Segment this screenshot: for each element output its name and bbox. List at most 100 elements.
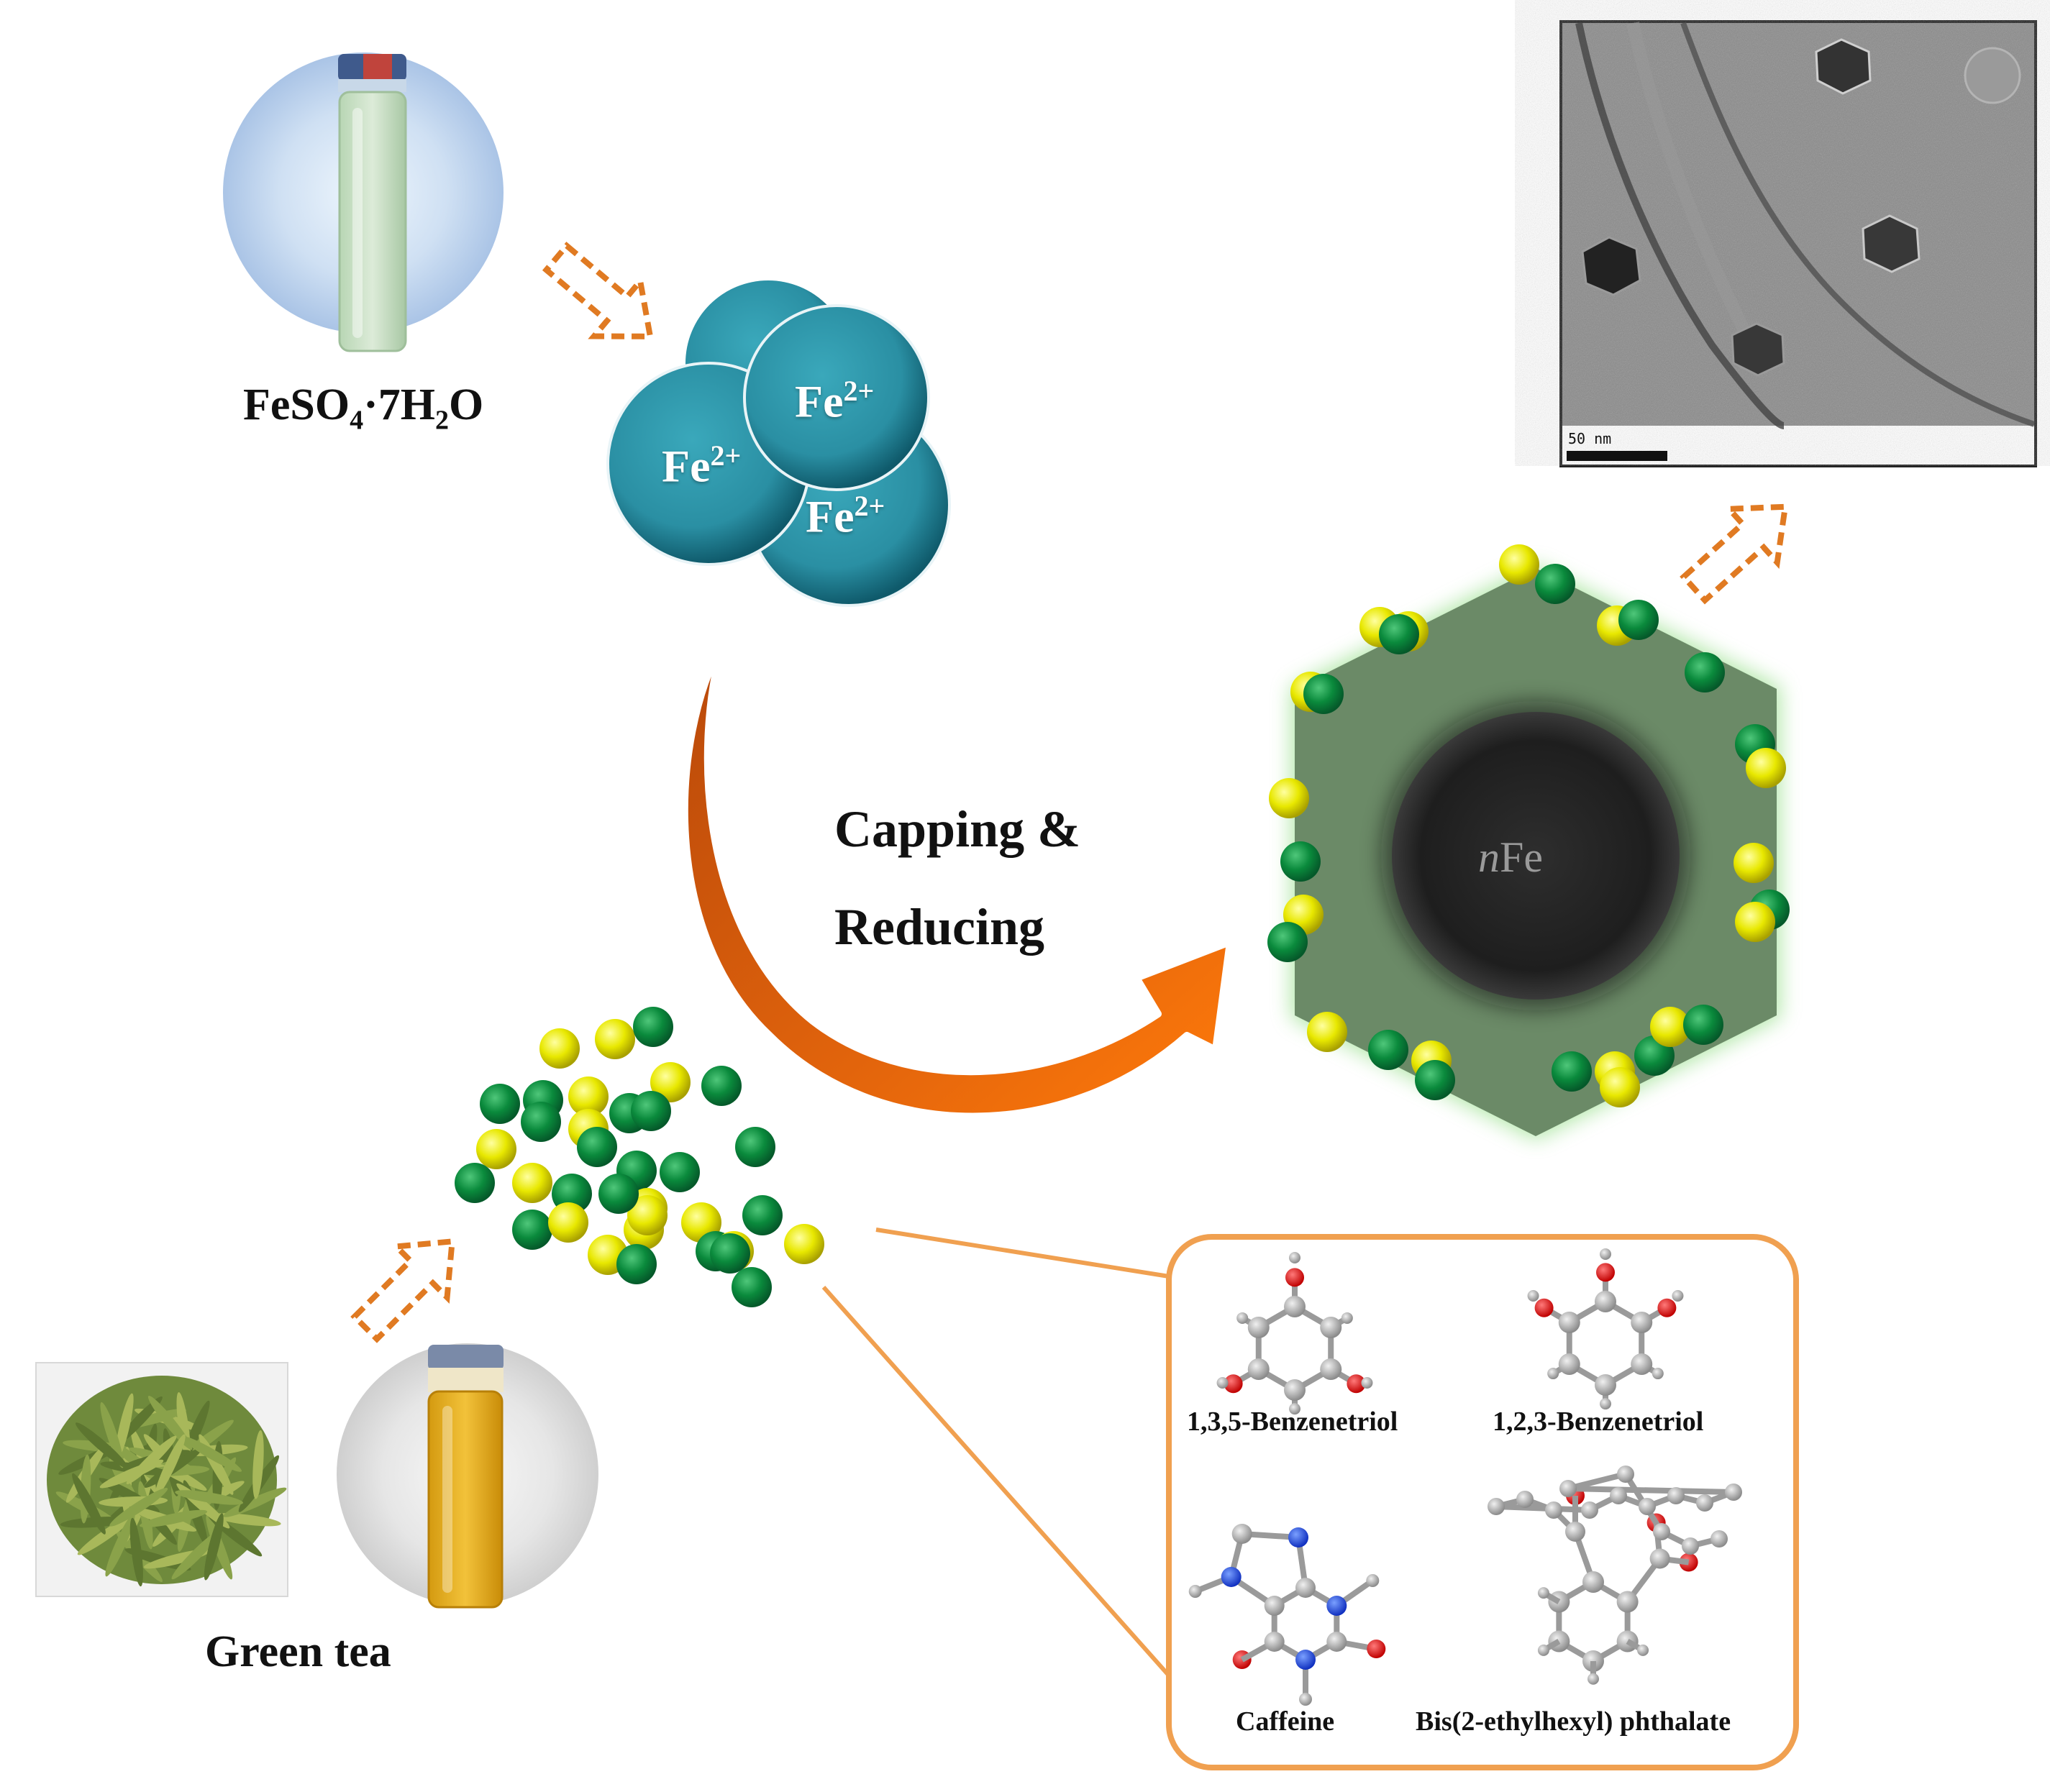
fe-ion-label: Fe2+ — [806, 490, 885, 542]
dashed-arrow-icon — [1680, 503, 1789, 605]
hydrogen-atom — [1361, 1377, 1373, 1389]
molecule-name: Caffeine — [1236, 1706, 1335, 1737]
green-particle — [598, 1174, 639, 1214]
carbon-atom — [1545, 1501, 1562, 1519]
green-particle — [455, 1163, 495, 1203]
green-particle — [633, 1007, 673, 1047]
green-particle — [1535, 564, 1575, 604]
carbon-atom — [1565, 1522, 1585, 1542]
tea-leaf — [129, 1517, 143, 1587]
tea-leaf — [155, 1434, 186, 1497]
carbon-atom — [1264, 1632, 1285, 1652]
yellow-particle — [1746, 748, 1786, 788]
carbon-atom — [1710, 1530, 1728, 1548]
yellow-particle — [548, 1202, 588, 1243]
oxygen-atom — [1596, 1263, 1615, 1282]
fe-ion-cluster — [606, 280, 951, 607]
carbon-atom — [1610, 1487, 1627, 1504]
yellow-particle — [512, 1163, 552, 1203]
molecule-name: 1,2,3-Benzenetriol — [1493, 1407, 1704, 1437]
hydrogen-atom — [1299, 1693, 1312, 1706]
process-label-line1: Capping & — [834, 800, 1081, 858]
tem-image — [1559, 20, 2037, 467]
yellow-particle — [1650, 1007, 1690, 1047]
core-label: nFe — [1478, 833, 1543, 881]
green-particle — [1415, 1060, 1455, 1100]
green-particle — [742, 1195, 783, 1235]
green-particle — [512, 1210, 552, 1250]
carbon-atom — [1559, 1480, 1577, 1497]
tea-leaf — [109, 1488, 168, 1527]
carbon-atom — [1247, 1358, 1270, 1380]
carbon-atom — [1682, 1537, 1699, 1555]
tea-leaf — [72, 1473, 106, 1535]
green-particle — [710, 1233, 750, 1274]
carbon-atom — [1558, 1353, 1580, 1375]
molecule-icon — [1488, 1466, 1742, 1685]
green-particle — [1379, 614, 1419, 654]
oxygen-atom — [1285, 1268, 1304, 1287]
tea-extract-particles — [455, 1007, 824, 1307]
green-particle — [1683, 1005, 1723, 1045]
tea-vial — [337, 1343, 598, 1609]
carbon-atom — [1295, 1578, 1316, 1598]
hydrogen-atom — [1537, 1587, 1549, 1599]
bond — [1567, 1486, 1734, 1495]
carbon-atom — [1649, 1548, 1670, 1569]
tea-leaf — [252, 1430, 264, 1499]
tea-leaf — [181, 1436, 242, 1472]
tea-leaf — [100, 1402, 124, 1468]
carbon-atom — [1595, 1374, 1616, 1396]
tea-leaf — [126, 1435, 177, 1484]
feso4-label: FeSO4·7H2O — [243, 380, 484, 436]
hydrogen-atom — [1341, 1312, 1353, 1324]
tem-scale-bar — [1567, 451, 1667, 461]
tea-leaf — [206, 1514, 233, 1580]
hydrogen-atom — [1637, 1644, 1649, 1656]
bond — [1567, 1471, 1626, 1491]
tea-leaf — [75, 1422, 129, 1469]
nitrogen-atom — [1326, 1596, 1347, 1616]
green-particle — [1618, 600, 1659, 640]
yellow-particle — [1499, 544, 1539, 585]
green-particle — [1552, 1051, 1592, 1092]
carbon-atom — [1516, 1491, 1534, 1508]
hydrogen-atom — [1366, 1574, 1380, 1587]
yellow-particle — [1307, 1012, 1347, 1052]
bond — [1495, 1504, 1590, 1513]
carbon-atom — [1284, 1296, 1306, 1317]
green-particle — [1368, 1030, 1408, 1070]
carbon-atom — [1696, 1494, 1713, 1512]
carbon-atom — [1639, 1498, 1656, 1515]
nitrogen-atom — [1221, 1567, 1242, 1587]
carbon-atom — [1488, 1498, 1505, 1515]
hydrogen-atom — [1216, 1377, 1229, 1389]
tea-leaf — [77, 1514, 135, 1555]
carbon-atom — [1558, 1312, 1580, 1333]
hydrogen-atom — [1587, 1673, 1599, 1685]
green-particle — [1280, 841, 1321, 882]
yellow-particle — [568, 1076, 609, 1117]
carbon-atom — [1582, 1571, 1604, 1593]
hydrogen-atom — [1289, 1403, 1300, 1415]
molecule-name: Bis(2-ethylhexyl) phthalate — [1416, 1706, 1731, 1737]
nanoparticle — [1291, 564, 1780, 1140]
yellow-particle — [650, 1062, 691, 1102]
nitrogen-atom — [1288, 1527, 1308, 1548]
green-particle — [631, 1091, 671, 1131]
hydrogen-atom — [1236, 1312, 1249, 1324]
oxygen-atom — [1224, 1374, 1243, 1394]
carbon-atom — [1617, 1466, 1634, 1483]
molecule-icon — [1216, 1252, 1373, 1415]
tea-leaf — [147, 1396, 193, 1450]
tea-leaf — [204, 1513, 224, 1581]
hydrogen-atom — [1188, 1585, 1202, 1598]
molecule-icon — [1188, 1248, 1742, 1706]
green-particle — [660, 1152, 700, 1192]
carbon-atom — [1247, 1317, 1270, 1338]
carbon-atom — [1616, 1591, 1639, 1613]
oxygen-atom — [1367, 1640, 1386, 1658]
yellow-particle — [1735, 902, 1775, 942]
shell-particles — [1267, 544, 1790, 1107]
carbon-atom — [1631, 1312, 1653, 1333]
